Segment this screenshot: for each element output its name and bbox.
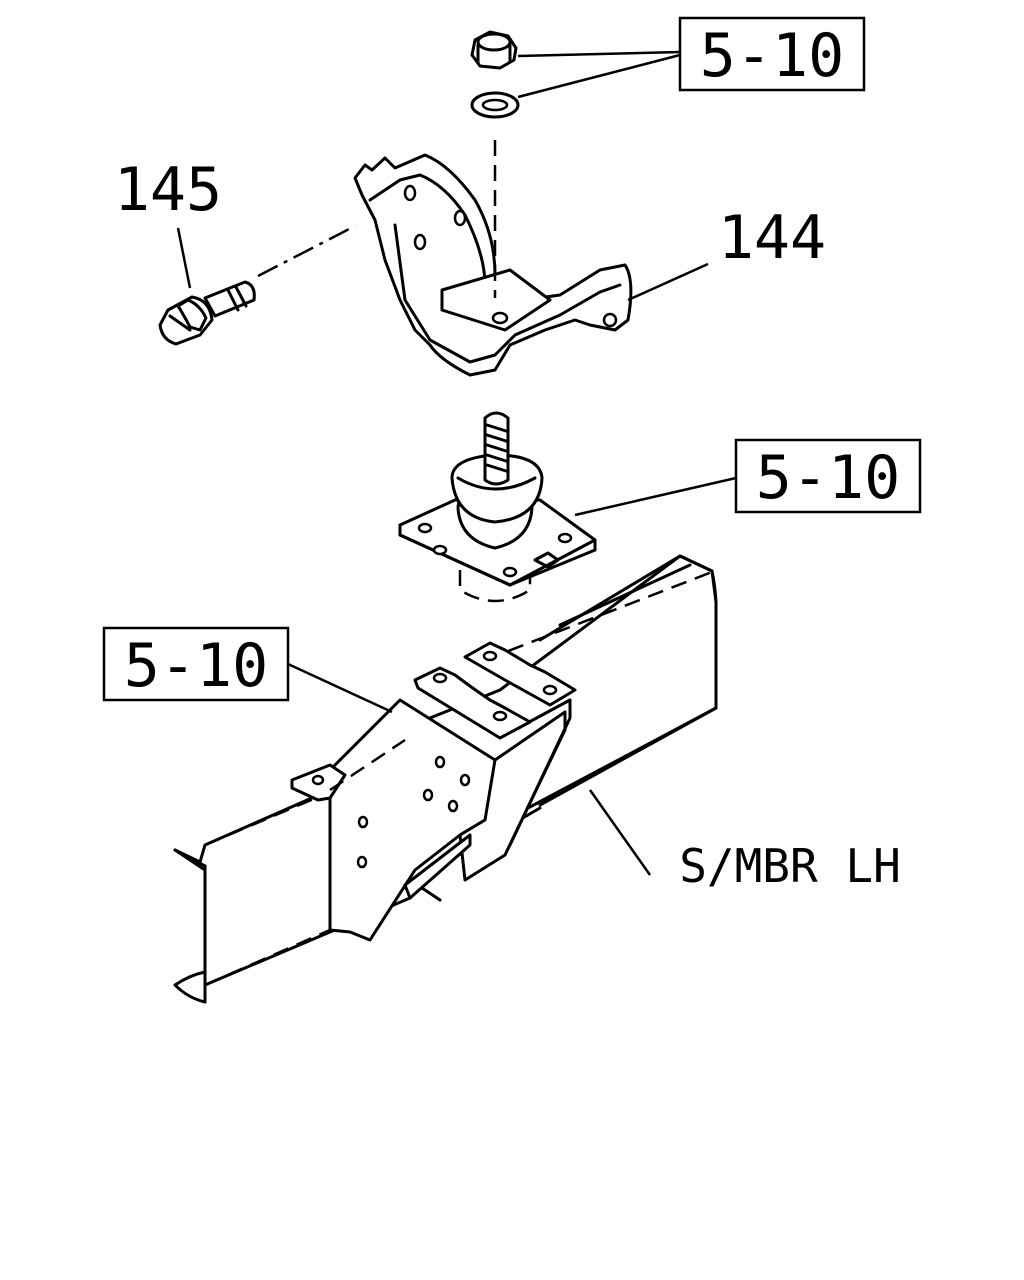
leader-washer bbox=[517, 53, 681, 99]
assembly-line-bolt bbox=[257, 224, 356, 278]
leader-144 bbox=[627, 262, 709, 302]
flange-nut bbox=[470, 30, 518, 70]
ref-box-mount[interactable]: 5-10 bbox=[734, 438, 922, 514]
leader-nut bbox=[517, 50, 681, 58]
part-number-144: 144 bbox=[718, 203, 826, 273]
leader-145 bbox=[176, 227, 192, 289]
engine-rubber-mount bbox=[398, 411, 597, 603]
ref-box-frame-bracket[interactable]: 5-10 bbox=[102, 626, 290, 702]
frame-mount-bracket bbox=[290, 641, 577, 942]
ref-box-nut-washer[interactable]: 5-10 bbox=[678, 16, 866, 92]
ref-label-nut-washer: 5-10 bbox=[700, 21, 845, 91]
bolt bbox=[158, 280, 256, 346]
side-member-label: S/MBR LH bbox=[679, 839, 901, 893]
ref-label-frame-bracket: 5-10 bbox=[124, 631, 269, 701]
leader-frame-bracket bbox=[287, 662, 393, 714]
leader-mount bbox=[574, 476, 737, 517]
washer bbox=[470, 91, 520, 119]
part-number-145: 145 bbox=[114, 155, 222, 225]
ref-label-mount: 5-10 bbox=[756, 443, 901, 513]
leader-side-member bbox=[588, 789, 652, 876]
engine-mount-bracket bbox=[353, 153, 633, 377]
